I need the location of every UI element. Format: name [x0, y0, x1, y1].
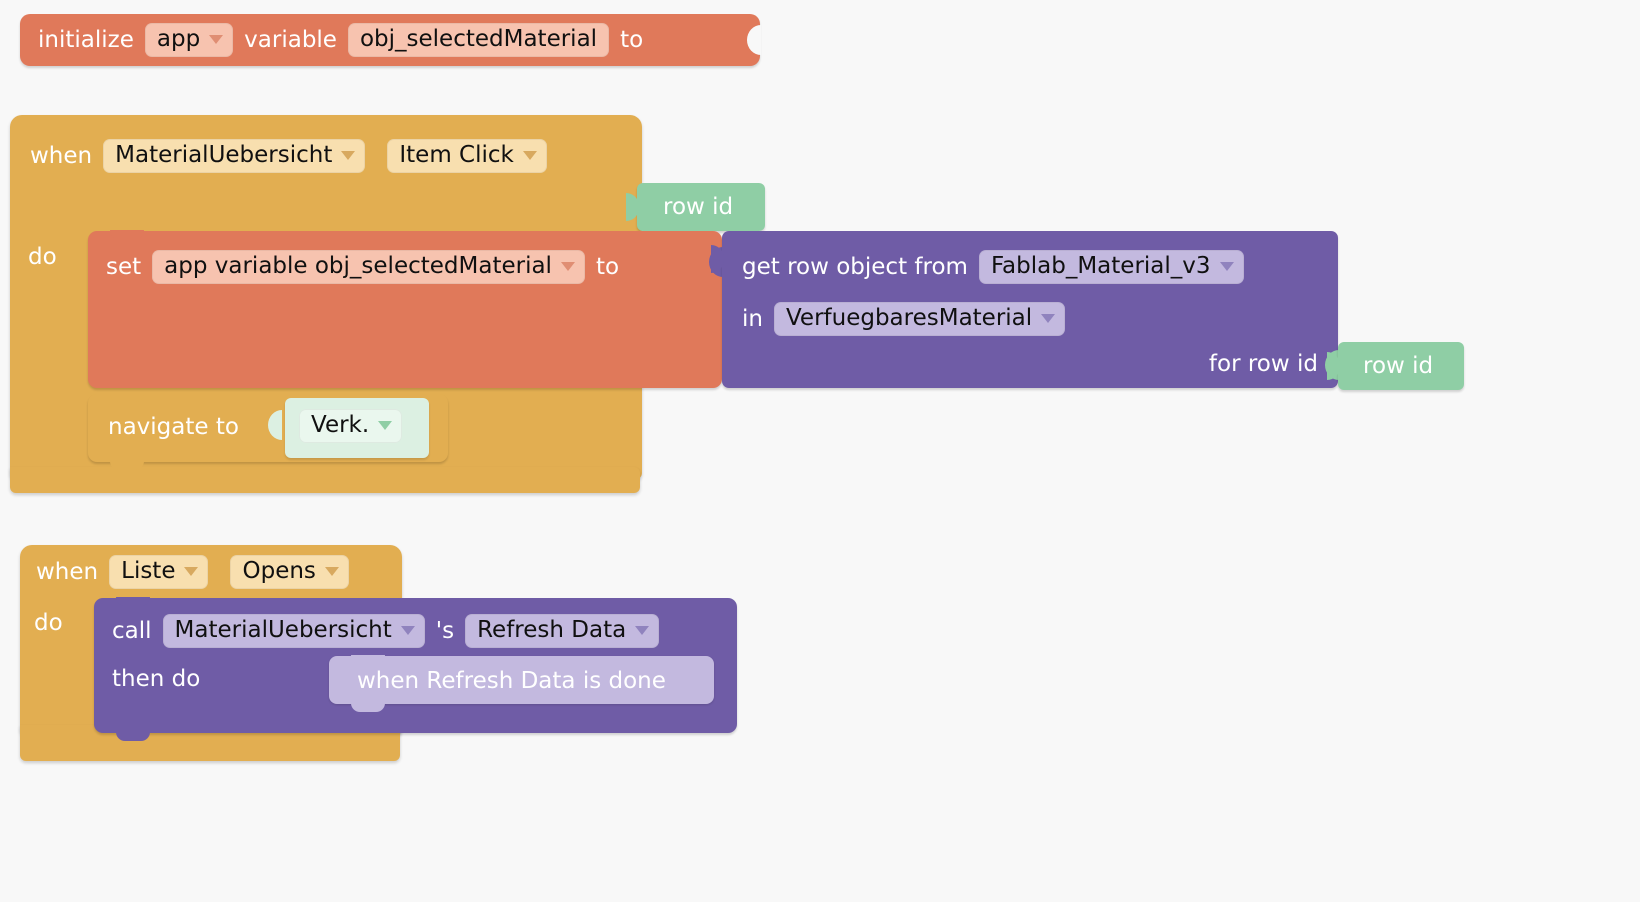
set-target-dropdown[interactable]: app variable obj_selectedMaterial — [152, 250, 585, 284]
event-parameter-row-id[interactable]: row id — [626, 183, 765, 231]
initialize-keyword: initialize — [38, 26, 134, 53]
statement-bottom-tab — [110, 461, 144, 470]
event-name-value: Item Click — [399, 142, 514, 168]
get-row-object-block[interactable]: get row object from Fablab_Material_v3 i… — [711, 231, 1339, 388]
variable-scope-value: app — [156, 26, 201, 52]
event-component-dropdown[interactable]: MaterialUebersicht — [103, 139, 366, 173]
chevron-down-icon — [184, 567, 199, 576]
callback-top-notch — [351, 655, 385, 664]
value-socket-empty[interactable] — [747, 25, 761, 55]
then-do-keyword: then do — [112, 666, 201, 692]
chevron-down-icon — [1041, 314, 1056, 323]
callback-label: when Refresh Data is done — [357, 668, 666, 694]
get-row-object-keyword: get row object from — [742, 253, 968, 280]
statement-top-notch — [116, 597, 150, 606]
row-id-plug — [1327, 352, 1340, 380]
statement-bottom-tab — [116, 732, 150, 741]
variable-scope-dropdown[interactable]: app — [144, 23, 234, 57]
get-row-object-plug — [711, 245, 724, 273]
chevron-down-icon — [341, 151, 356, 160]
in-keyword: in — [742, 305, 763, 332]
chevron-down-icon — [400, 626, 415, 635]
event-component-value-2: Liste — [121, 558, 176, 584]
event-header-row: when MaterialUebersicht Item Click — [30, 138, 547, 174]
call-method-value: Refresh Data — [477, 617, 627, 643]
screen-dropdown[interactable]: Verk. — [299, 409, 403, 443]
chevron-down-icon — [324, 567, 339, 576]
for-row-id-keyword: for row id — [1208, 351, 1318, 377]
call-keyword: call — [112, 617, 152, 644]
chevron-down-icon — [522, 151, 537, 160]
event-component-dropdown-2[interactable]: Liste — [109, 555, 209, 589]
call-refresh-data-block[interactable]: call MaterialUebersicht 's Refresh Data … — [94, 597, 737, 741]
screen-value: Verk. — [311, 412, 370, 438]
variable-name-field[interactable]: obj_selectedMaterial — [347, 23, 610, 57]
table-dropdown[interactable]: VerfuegbaresMaterial — [773, 302, 1066, 336]
event-name-value-2: Opens — [242, 558, 316, 584]
event-parameter-label: row id — [663, 194, 734, 220]
set-keyword: set — [106, 253, 142, 280]
do-keyword: do — [28, 244, 57, 270]
refresh-data-callback-slot[interactable]: when Refresh Data is done — [329, 655, 714, 712]
when-keyword: when — [30, 142, 93, 169]
navigate-screen-value-block[interactable]: Verk. — [285, 398, 429, 458]
table-value: VerfuegbaresMaterial — [785, 305, 1033, 331]
when-keyword: when — [36, 558, 99, 585]
to-keyword: to — [620, 26, 644, 53]
set-app-variable-block[interactable]: set app variable obj_selectedMaterial to — [88, 230, 723, 388]
event-name-dropdown[interactable]: Item Click — [387, 139, 547, 173]
navigate-screen-socket[interactable] — [268, 410, 282, 440]
call-component-dropdown[interactable]: MaterialUebersicht — [162, 614, 425, 648]
callback-bottom-tab — [351, 703, 385, 712]
possessive-keyword: 's — [435, 617, 455, 644]
set-to-keyword: to — [595, 253, 620, 280]
event-header-row-2: when Liste Opens — [36, 554, 349, 590]
do-keyword-2: do — [34, 610, 63, 636]
for-row-id-value-label: row id — [1363, 353, 1434, 379]
parameter-plug — [626, 193, 639, 221]
initialize-app-variable-block[interactable]: initialize app variable obj_selectedMate… — [20, 14, 761, 66]
event-name-dropdown-2[interactable]: Opens — [230, 555, 349, 589]
call-method-dropdown[interactable]: Refresh Data — [465, 614, 660, 648]
chevron-down-icon — [560, 262, 575, 271]
for-row-id-value-block[interactable]: row id — [1327, 342, 1464, 390]
event-block-footer — [10, 467, 640, 493]
statement-top-notch — [110, 230, 144, 239]
navigate-to-keyword: navigate to — [108, 414, 239, 440]
datasource-dropdown[interactable]: Fablab_Material_v3 — [978, 250, 1244, 284]
variable-keyword: variable — [244, 26, 337, 53]
datasource-value: Fablab_Material_v3 — [990, 253, 1211, 279]
chevron-down-icon — [1219, 262, 1234, 271]
set-target-value: app variable obj_selectedMaterial — [164, 253, 552, 279]
call-component-value: MaterialUebersicht — [174, 617, 392, 643]
event-component-value: MaterialUebersicht — [115, 142, 333, 168]
chevron-down-icon — [209, 35, 224, 44]
statement-top-notch — [110, 393, 144, 402]
chevron-down-icon — [635, 626, 650, 635]
chevron-down-icon — [378, 421, 393, 430]
